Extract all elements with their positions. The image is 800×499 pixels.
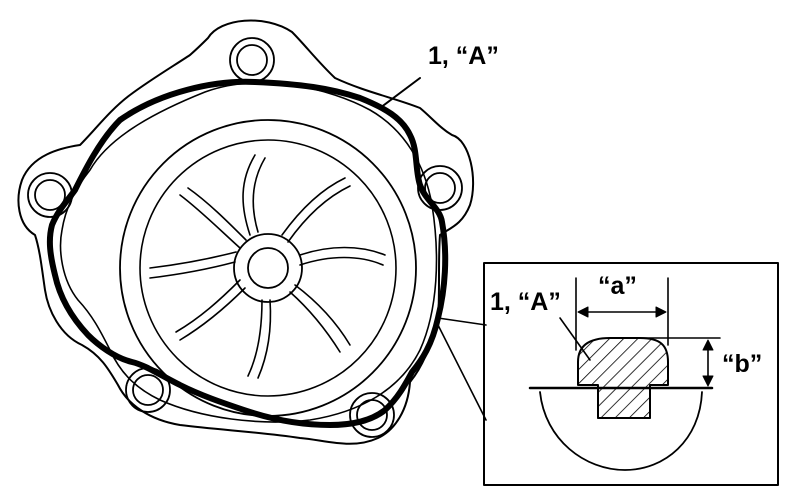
inset-groove-body (539, 391, 703, 471)
dim-b-arrowhead-bottom (702, 375, 714, 387)
inset-leader-bottom (437, 324, 487, 421)
impeller-hub (233, 233, 303, 303)
impeller-vanes (149, 154, 386, 379)
dimension-a-label: “a” (598, 272, 637, 300)
bolt-hole-bottom-left (125, 367, 171, 413)
inset-detail-box (483, 262, 779, 486)
bolt-hole-right (417, 165, 463, 211)
impeller-disc (139, 139, 397, 397)
inset-leader-top (437, 317, 487, 326)
dim-a-arrowhead-left (577, 306, 589, 318)
inset-gasket-label: 1, “A” (490, 288, 561, 316)
dim-b-arrowhead-top (702, 339, 714, 351)
dimension-b-label: “b” (722, 350, 763, 378)
dim-a-arrowhead-right (655, 306, 667, 318)
main-gasket-label: 1, “A” (428, 42, 499, 70)
gasket-loop (46, 78, 449, 428)
bolt-hole-top (229, 37, 275, 83)
bolt-hole-bottom-right (349, 392, 395, 438)
inset-gasket-section (577, 337, 669, 419)
inset-callout-leader (559, 317, 591, 361)
impeller-chamber (119, 119, 417, 417)
impeller-hub-bore (247, 247, 289, 289)
pump-housing-outline (17, 19, 475, 445)
bolt-hole-left (27, 172, 73, 218)
main-callout-leader (379, 77, 421, 109)
